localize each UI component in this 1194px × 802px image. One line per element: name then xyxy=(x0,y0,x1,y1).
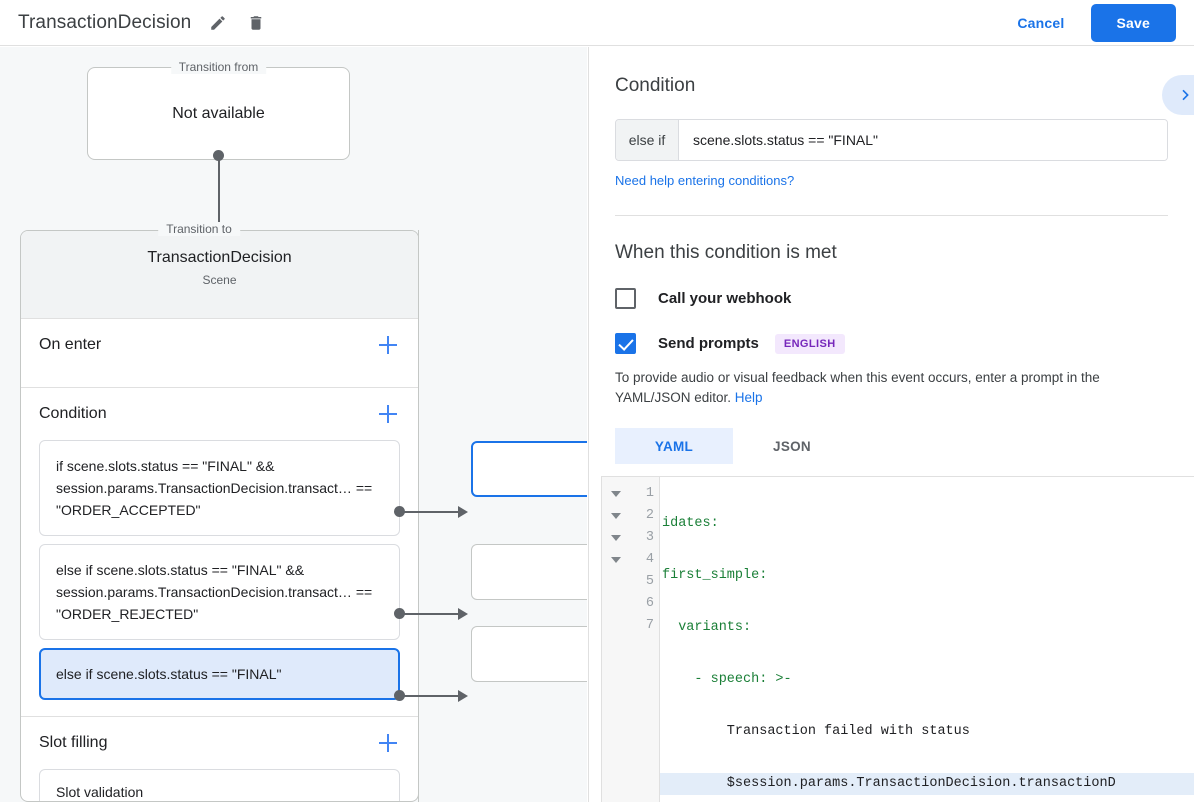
when-condition-met-section: When this condition is met Call your web… xyxy=(589,216,1194,464)
section-title-slot-filling: Slot filling xyxy=(39,734,108,751)
condition-connector-dot xyxy=(394,608,405,619)
add-on-enter-button[interactable] xyxy=(376,333,400,357)
editor-line-numbers: 1 2 3 4 5 6 7 xyxy=(630,477,660,802)
transition-from-box: Transition from Not available xyxy=(87,60,350,160)
condition-list-item[interactable]: else if scene.slots.status == "FINAL" &&… xyxy=(39,544,400,640)
prompts-description-text: To provide audio or visual feedback when… xyxy=(615,370,1100,405)
send-prompts-row: Send prompts ENGLISH xyxy=(615,333,1168,354)
pencil-icon[interactable] xyxy=(207,12,229,34)
transition-from-value: Not available xyxy=(172,104,265,122)
section-title-on-enter: On enter xyxy=(39,336,102,353)
scene-card: TransactionDecision Scene On enter Condi… xyxy=(20,230,419,802)
transition-from-legend: Transition from xyxy=(170,60,267,74)
fold-toggle[interactable] xyxy=(602,505,630,527)
condition-target-box[interactable] xyxy=(471,544,587,600)
transition-connector-line xyxy=(218,155,220,258)
cancel-button[interactable]: Cancel xyxy=(1003,7,1078,39)
add-slot-filling-button[interactable] xyxy=(376,731,400,755)
when-met-heading: When this condition is met xyxy=(615,242,837,263)
fold-toggle[interactable] xyxy=(602,483,630,505)
condition-help-link[interactable]: Need help entering conditions? xyxy=(615,173,795,188)
section-condition: Condition if scene.slots.status == "FINA… xyxy=(21,388,418,717)
line-number: 6 xyxy=(645,596,654,611)
condition-target-box[interactable] xyxy=(471,626,587,682)
prompts-help-link[interactable]: Help xyxy=(734,390,763,405)
condition-connector-arrow xyxy=(458,608,468,620)
condition-connector-line xyxy=(400,613,462,615)
transition-to-legend: Transition to xyxy=(158,222,240,236)
section-slot-filling: Slot filling Slot validation xyxy=(21,717,418,801)
top-toolbar: TransactionDecision Cancel Save xyxy=(0,0,1194,46)
code-line: first_simple: xyxy=(662,568,768,583)
condition-prefix-label: else if xyxy=(616,120,679,160)
scene-graph-canvas: Transition from Not available Transition… xyxy=(0,47,587,802)
condition-connector-line xyxy=(400,511,462,513)
condition-connector-dot xyxy=(394,506,405,517)
save-button[interactable]: Save xyxy=(1090,3,1176,42)
graph-vertical-guide xyxy=(418,230,419,802)
line-number: 2 xyxy=(645,508,654,523)
section-title-condition: Condition xyxy=(39,405,107,422)
scene-header: TransactionDecision Scene xyxy=(21,231,418,319)
condition-field[interactable]: else if xyxy=(615,119,1168,161)
condition-connector-line xyxy=(400,695,462,697)
scene-name: TransactionDecision xyxy=(147,249,292,266)
fold-toggle[interactable] xyxy=(602,549,630,571)
trash-icon[interactable] xyxy=(245,12,267,34)
send-prompts-checkbox[interactable] xyxy=(615,333,636,354)
condition-expression-input[interactable] xyxy=(679,120,1167,160)
tab-json[interactable]: JSON xyxy=(773,438,811,454)
code-line: - speech: >- xyxy=(662,672,792,687)
code-line: Transaction failed with status xyxy=(662,724,970,739)
tab-yaml[interactable]: YAML xyxy=(615,428,733,464)
condition-list-item-selected[interactable]: else if scene.slots.status == "FINAL" xyxy=(39,648,400,700)
condition-list-item[interactable]: if scene.slots.status == "FINAL" && sess… xyxy=(39,440,400,536)
condition-connector-arrow xyxy=(458,506,468,518)
page-title: TransactionDecision xyxy=(18,11,192,33)
scene-type: Scene xyxy=(202,273,237,287)
add-condition-button[interactable] xyxy=(376,402,400,426)
condition-connector-dot xyxy=(394,690,405,701)
prompts-description: To provide audio or visual feedback when… xyxy=(615,368,1168,408)
slot-validation-item[interactable]: Slot validation xyxy=(39,769,400,801)
condition-connector-arrow xyxy=(458,690,468,702)
section-on-enter: On enter xyxy=(21,319,418,388)
condition-target-box[interactable] xyxy=(471,441,587,497)
code-line: variants: xyxy=(662,620,752,635)
send-prompts-label: Send prompts xyxy=(658,335,759,352)
panel-divider xyxy=(615,215,1168,216)
editor-format-tabs: YAML JSON xyxy=(615,428,1168,464)
condition-section: Condition else if Need help entering con… xyxy=(589,47,1194,216)
call-webhook-label: Call your webhook xyxy=(658,290,792,307)
line-number: 1 xyxy=(645,486,654,501)
condition-details-panel: Condition else if Need help entering con… xyxy=(588,47,1194,802)
line-number: 4 xyxy=(645,552,654,567)
line-number: 7 xyxy=(645,618,654,633)
yaml-editor[interactable]: 1 2 3 4 5 6 7 idates: first_simple: vari… xyxy=(601,476,1194,802)
line-number: 3 xyxy=(645,530,654,545)
fold-toggle[interactable] xyxy=(602,527,630,549)
chevron-right-icon[interactable] xyxy=(1162,75,1194,115)
call-webhook-checkbox[interactable] xyxy=(615,288,636,309)
editor-code-area[interactable]: idates: first_simple: variants: - speech… xyxy=(660,477,1194,802)
line-number: 5 xyxy=(645,574,654,589)
language-badge: ENGLISH xyxy=(774,333,845,354)
code-line: $session.params.TransactionDecision.tran… xyxy=(660,773,1194,795)
panel-title: Condition xyxy=(615,75,696,96)
editor-fold-column xyxy=(602,477,630,802)
code-line: idates: xyxy=(662,516,719,531)
webhook-row: Call your webhook xyxy=(615,288,1168,309)
